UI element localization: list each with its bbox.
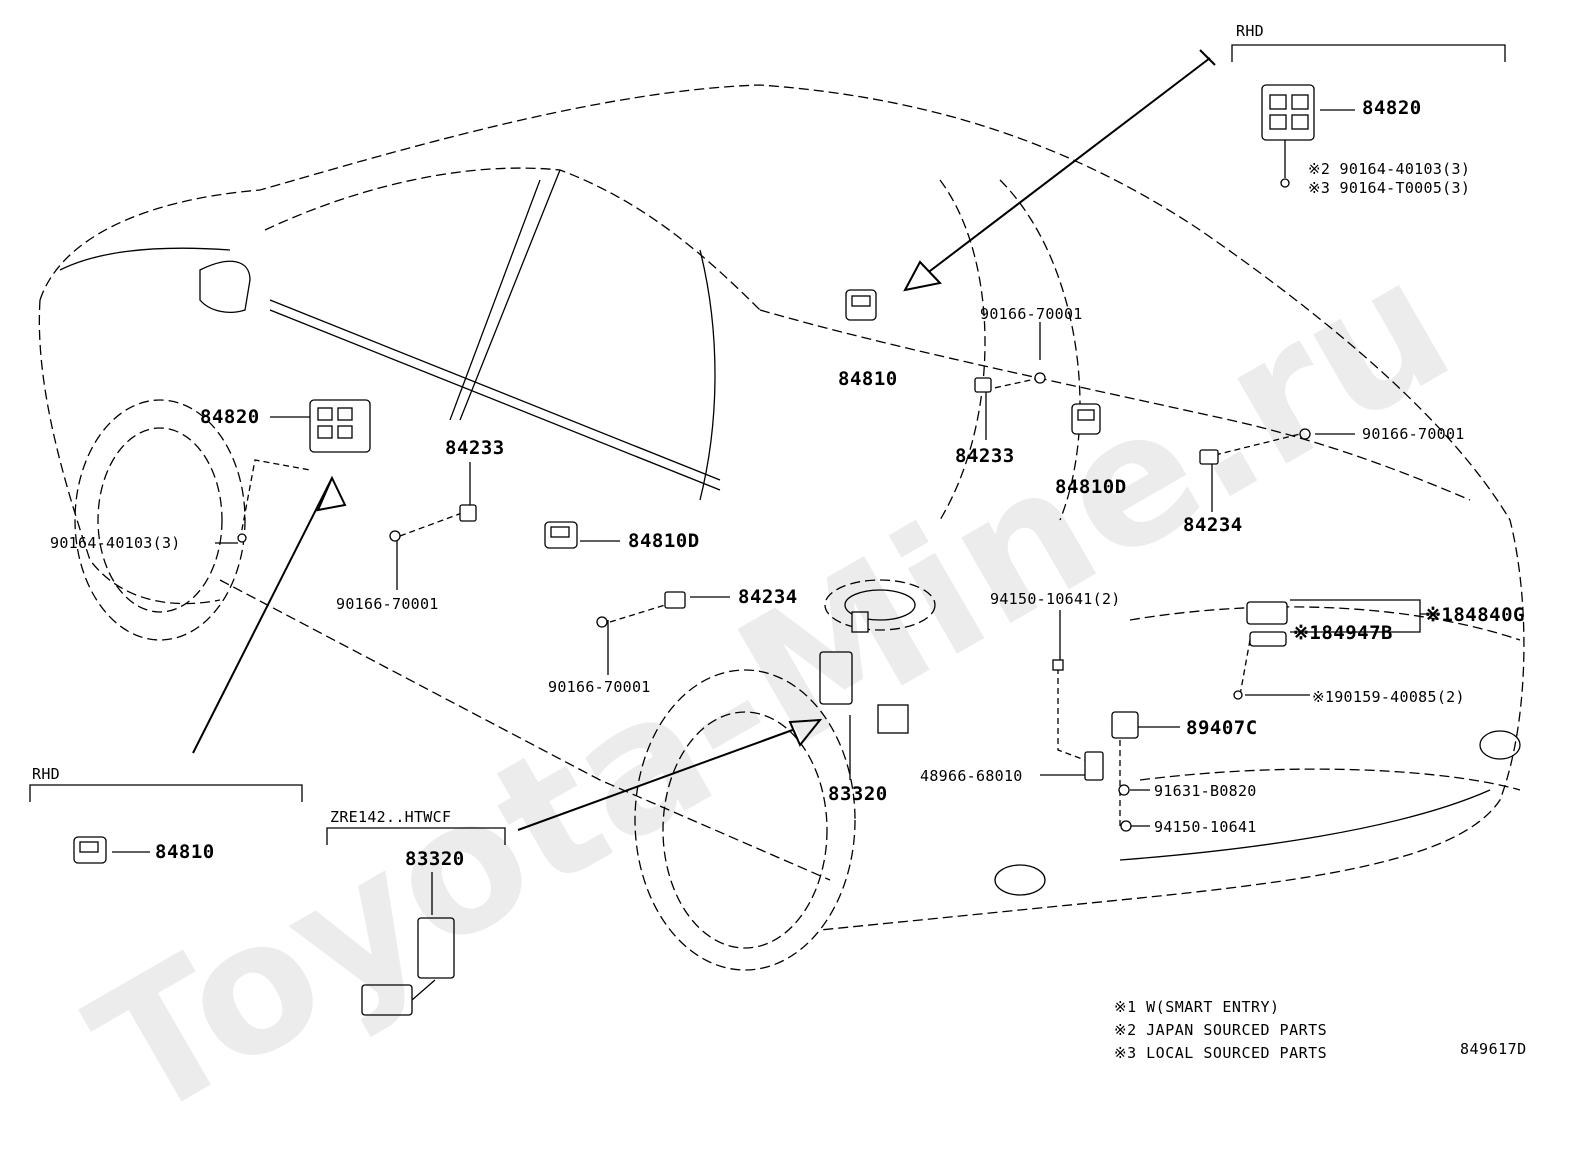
diagram-id: 849617D (1460, 1040, 1527, 1058)
part-84810-rhd[interactable]: 84810 (155, 841, 215, 863)
part-184947B[interactable]: ※184947B (1293, 622, 1393, 644)
part-184840G[interactable]: ※184840G (1425, 604, 1525, 626)
part-94150-10641-2[interactable]: 94150-10641(2) (990, 590, 1121, 608)
car-outline-drawing (29, 44, 1525, 1016)
note-1: ※1 W(SMART ENTRY) (1114, 998, 1280, 1016)
part-90164-40103-left[interactable]: 90164-40103(3) (50, 534, 181, 552)
parts-diagram: Toyota-Mine.ru RHD RHD ZRE142..HTWCF 848… (29, 22, 1527, 1161)
part-84810D-center[interactable]: 84810D (628, 530, 700, 552)
part-84233-right[interactable]: 84233 (955, 445, 1015, 467)
rhd-label-top: RHD (1236, 22, 1264, 40)
part-94150-10641[interactable]: 94150-10641 (1154, 818, 1257, 836)
part-90166-70001-d[interactable]: 90166-70001 (548, 678, 651, 696)
part-84234-center[interactable]: 84234 (738, 586, 798, 608)
part-90166-70001-b[interactable]: 90166-70001 (1362, 425, 1465, 443)
part-90164-40103-top[interactable]: ※2 90164-40103(3) (1308, 160, 1471, 178)
part-84820-top[interactable]: 84820 (1362, 97, 1422, 119)
part-90166-70001-c[interactable]: 90166-70001 (336, 595, 439, 613)
rhd-label-bottom: RHD (32, 765, 60, 783)
part-84234-right[interactable]: 84234 (1183, 514, 1243, 536)
note-2: ※2 JAPAN SOURCED PARTS (1114, 1021, 1328, 1039)
part-91631-B0820[interactable]: 91631-B0820 (1154, 782, 1257, 800)
part-84810-upper[interactable]: 84810 (838, 368, 898, 390)
part-89407C[interactable]: 89407C (1186, 717, 1258, 739)
part-84233-left[interactable]: 84233 (445, 437, 505, 459)
note-3: ※3 LOCAL SOURCED PARTS (1114, 1044, 1328, 1062)
part-190159-40085[interactable]: ※190159-40085(2) (1312, 688, 1465, 706)
part-90166-70001-a[interactable]: 90166-70001 (980, 305, 1083, 323)
zre-label: ZRE142..HTWCF (330, 808, 452, 826)
part-84810D-right[interactable]: 84810D (1055, 476, 1127, 498)
part-83320-zre[interactable]: 83320 (405, 848, 465, 870)
part-84820-left[interactable]: 84820 (200, 406, 260, 428)
part-83320-center[interactable]: 83320 (828, 783, 888, 805)
part-48966-68010[interactable]: 48966-68010 (920, 767, 1023, 785)
part-90164-T0005[interactable]: ※3 90164-T0005(3) (1308, 179, 1471, 197)
